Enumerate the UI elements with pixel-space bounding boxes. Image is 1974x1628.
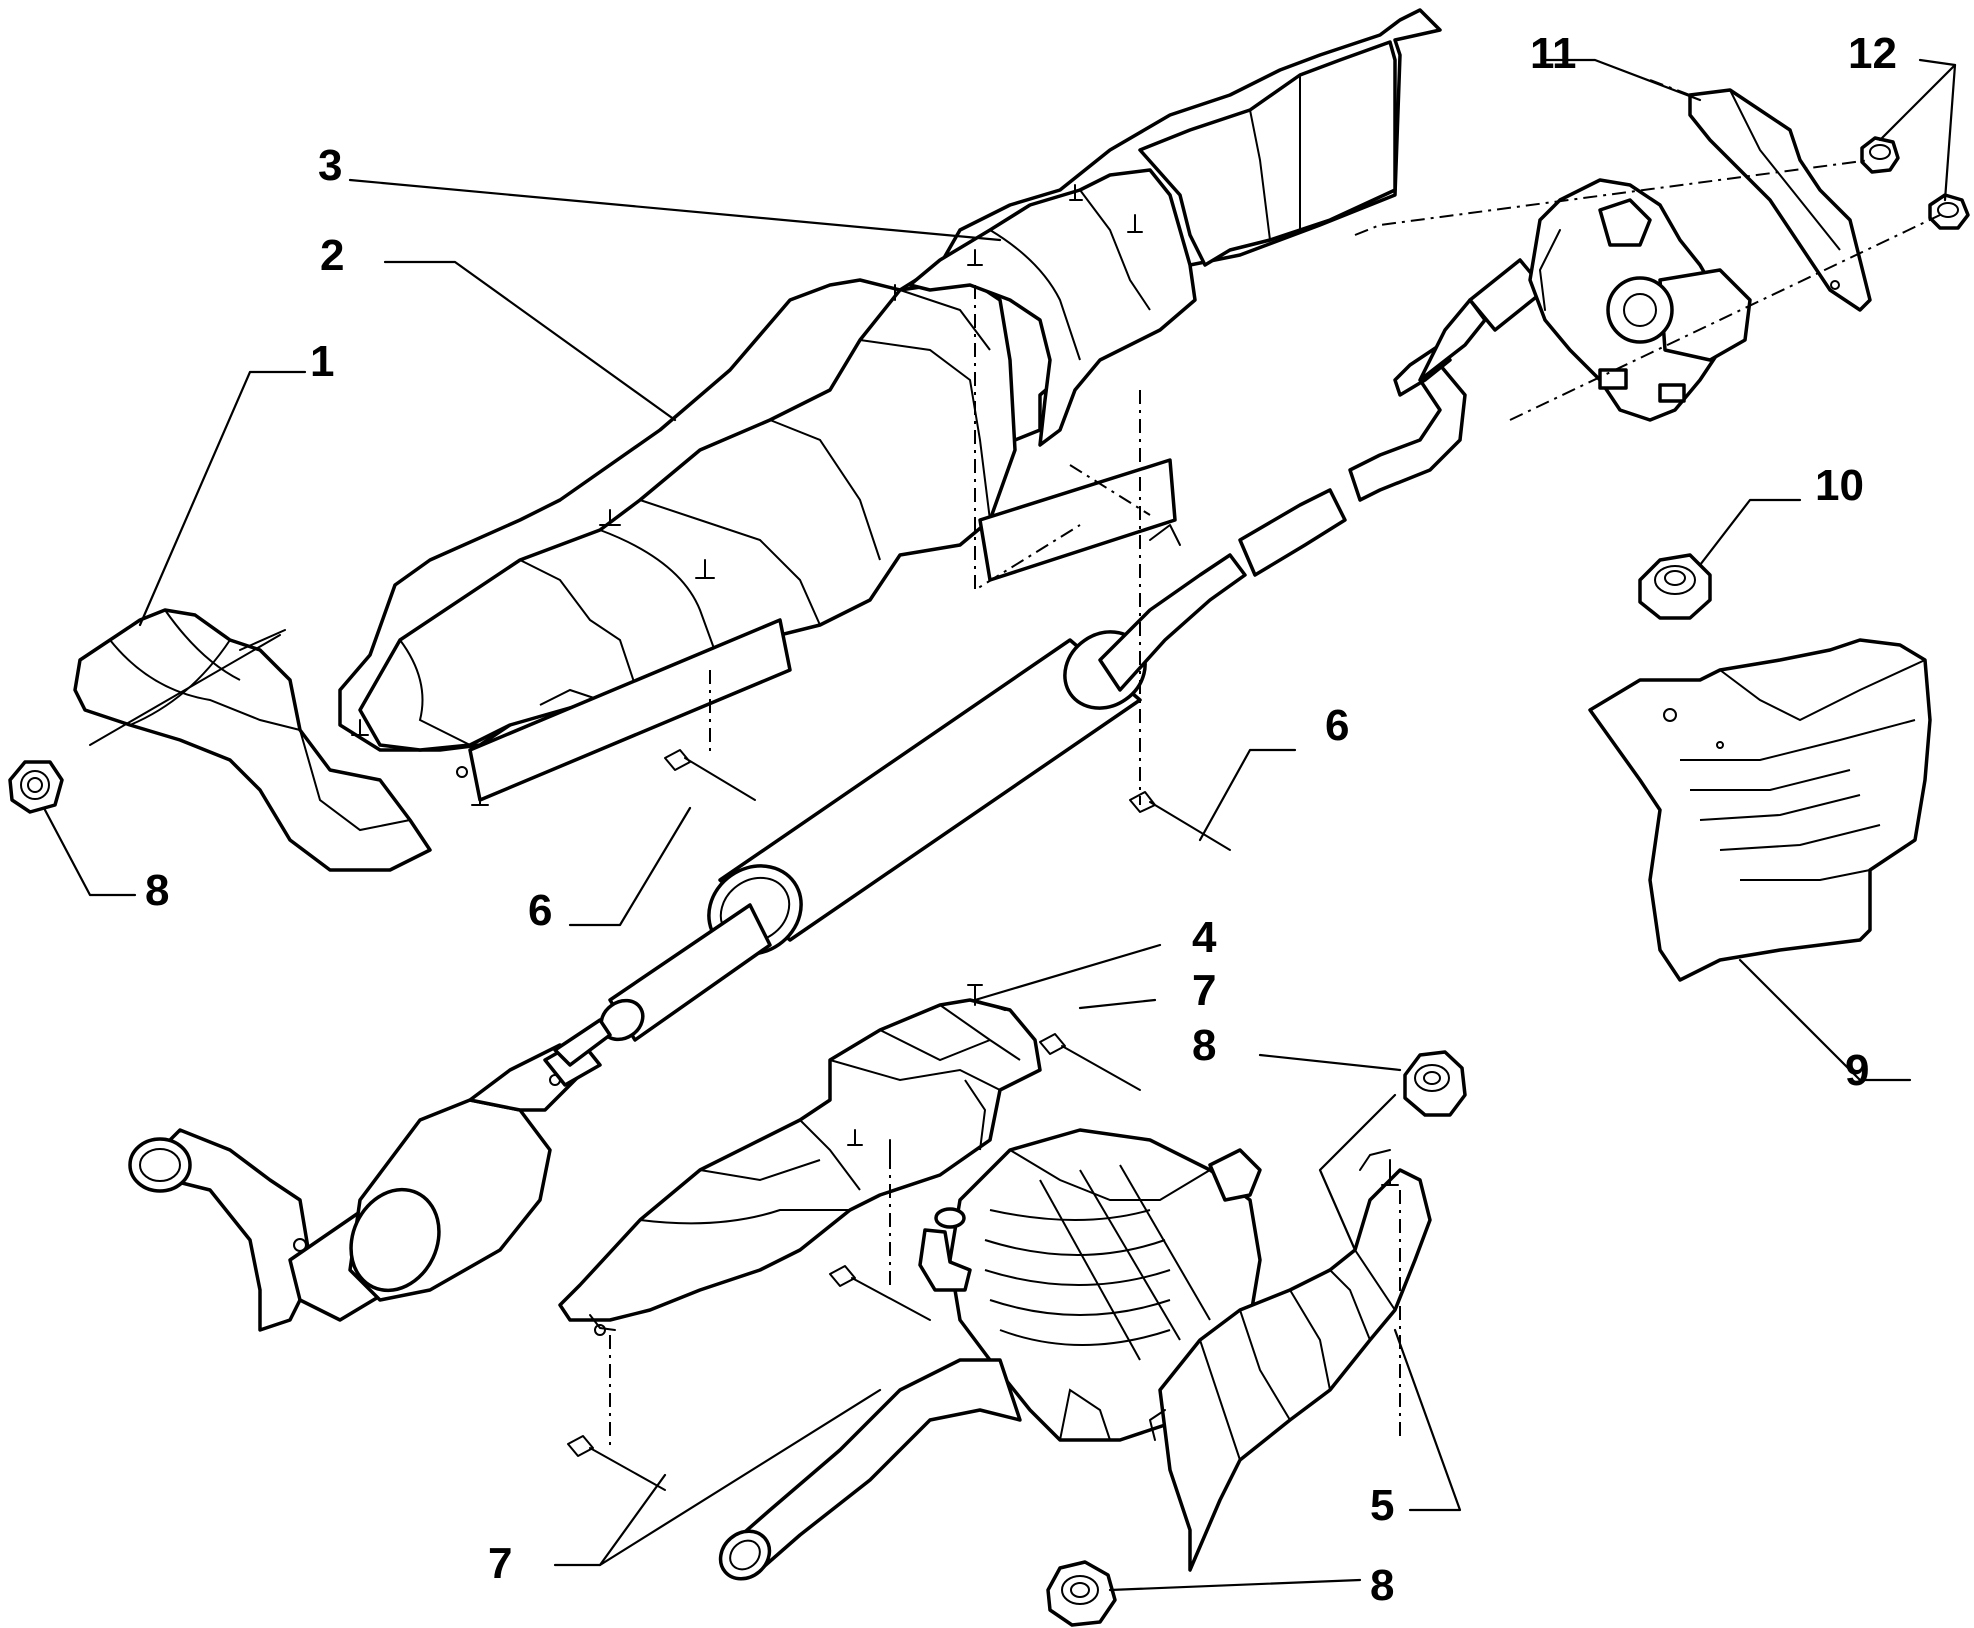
heat-shield-side <box>1149 1149 1432 1572</box>
callout-8-left: 8 <box>145 866 169 915</box>
pump-assembly <box>1528 178 1752 422</box>
heat-shield-main <box>338 8 1442 806</box>
callout-1: 1 <box>310 337 334 386</box>
intermediate-silencer <box>599 258 1547 1042</box>
callout-4: 4 <box>1192 913 1217 962</box>
leader-lines <box>43 58 1957 1592</box>
callout-6-left: 6 <box>528 886 552 935</box>
nuts-12 <box>1860 136 1970 230</box>
flange-nut-left <box>8 760 64 814</box>
pump-heat-shield <box>1688 88 1872 312</box>
catalytic-converter <box>128 1018 612 1332</box>
callout-8-mid: 8 <box>1192 1021 1216 1070</box>
flange-nut-bottom <box>1046 1560 1117 1627</box>
callout-7-bottom: 7 <box>488 1539 512 1588</box>
callout-6-right: 6 <box>1325 701 1349 750</box>
mounting-lines <box>609 79 1941 1448</box>
bolts <box>567 749 1231 1491</box>
callout-2: 2 <box>320 231 344 280</box>
callout-12: 12 <box>1848 29 1897 78</box>
heat-shield-front <box>73 608 432 872</box>
callout-11: 11 <box>1530 29 1577 78</box>
callout-7-top: 7 <box>1192 966 1216 1015</box>
callouts: 3 2 1 8 6 6 4 7 8 9 10 11 12 5 8 7 <box>145 29 1897 1610</box>
callout-8-bottom: 8 <box>1370 1561 1394 1610</box>
heat-shield-rear <box>558 984 1042 1336</box>
callout-3: 3 <box>318 141 342 190</box>
flange-nut-10 <box>1638 553 1712 620</box>
heat-shield-right <box>1588 638 1932 982</box>
callout-9: 9 <box>1845 1046 1869 1095</box>
callout-10: 10 <box>1815 461 1864 510</box>
callout-5: 5 <box>1370 1481 1394 1530</box>
flange-nut-mid <box>1403 1050 1467 1117</box>
